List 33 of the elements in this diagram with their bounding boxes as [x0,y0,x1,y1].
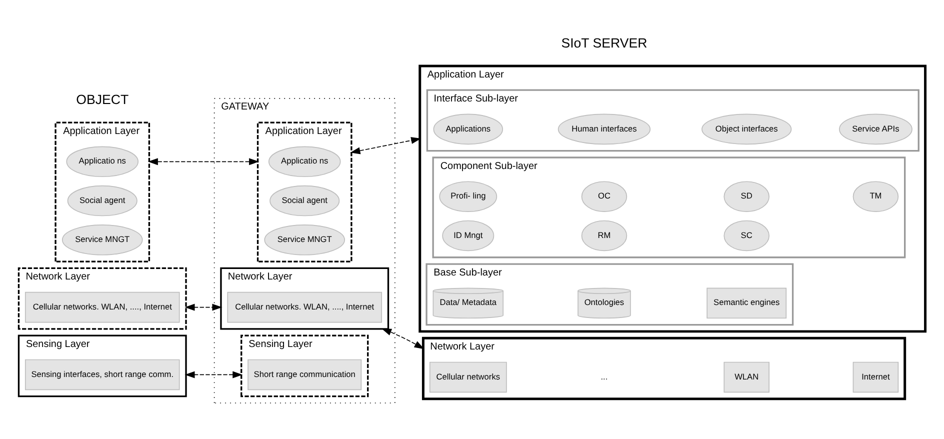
node-ellipse: Service MNGT [62,224,143,256]
node-ellipse: SD [724,181,770,212]
arrow [184,371,243,378]
node-ellipse: Service APIs [838,114,912,145]
node-ellipse: Applications [433,114,504,145]
node-ellipse: Human interfaces [558,114,651,145]
node-box: Cellular networks. WLAN, ...., Internet [24,292,180,323]
node-ellipse: SC [724,220,770,252]
node-ellipse: TM [852,181,899,212]
node-box: Internet [852,362,899,393]
node-ellipse: Applicatio ns [66,146,139,178]
node-ellipse: Profi- ling [439,181,498,212]
arrow [381,328,424,350]
node-ellipse: Service MNGT [264,224,345,256]
node-ellipse: RM [581,220,628,252]
node-ellipse: Social agent [67,185,138,216]
arrow [350,137,422,154]
label: ... [600,371,608,382]
node-ellipse: Object interfaces [702,114,792,145]
node-box: Semantic engines [706,288,787,319]
node-ellipse: Social agent [270,185,340,216]
node-box: WLAN [724,362,770,393]
arrow [184,304,222,311]
node-box: Cellular networks. WLAN, ...., Internet [227,292,382,323]
node-box: Short range communication [248,359,362,390]
node-ellipse: Applicatio ns [268,146,341,178]
label: OBJECT [76,92,129,108]
node-box: Cellular networks [429,362,507,393]
node-ellipse: ID Mngt [442,220,494,252]
node-box: Sensing interfaces, short range comm. [24,359,180,390]
arrow [148,158,260,166]
node-ellipse: OC [581,181,628,212]
label: SIoT SERVER [561,35,648,50]
